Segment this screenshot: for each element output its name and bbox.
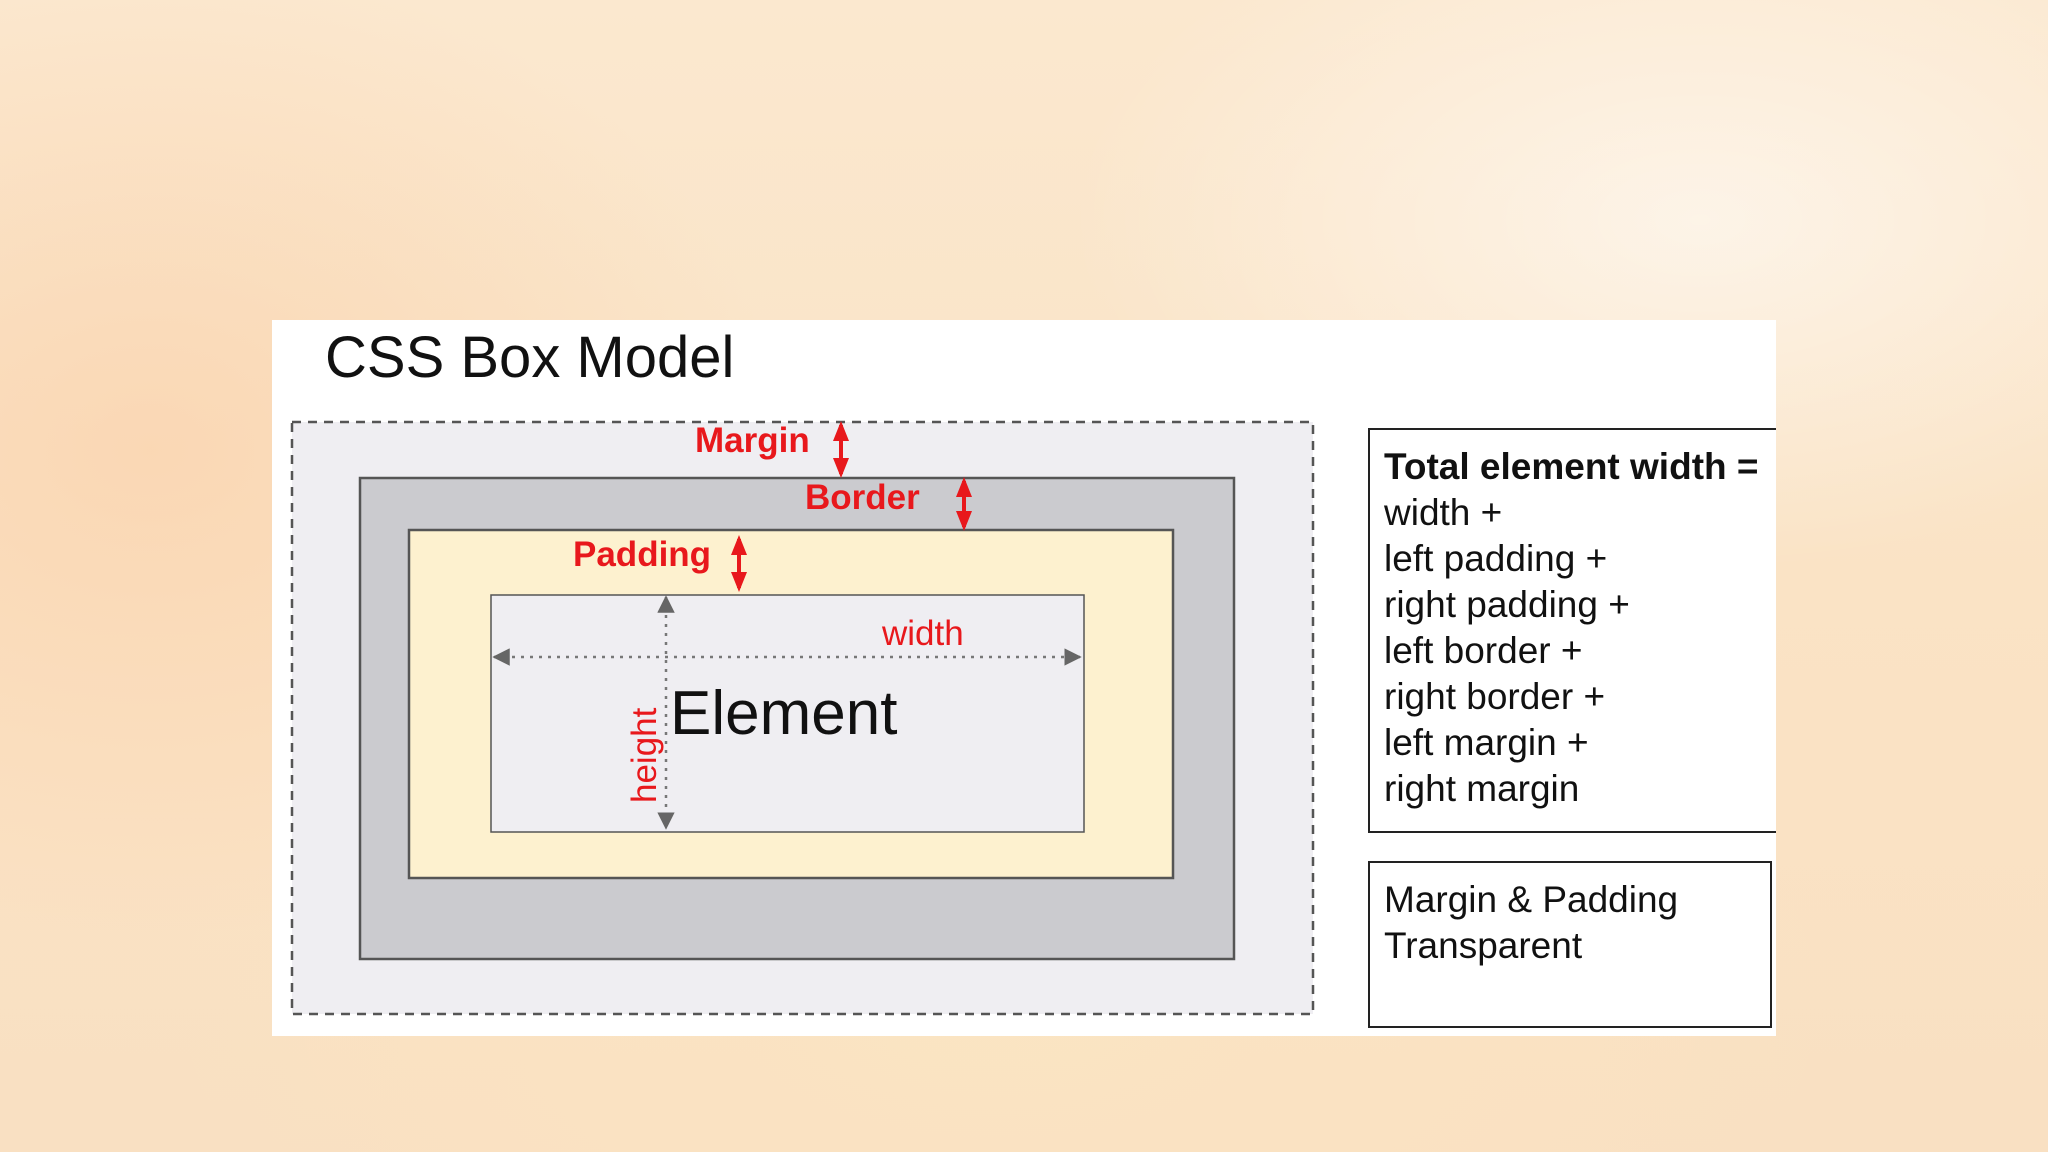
formula-line: right border + [1384,676,1606,717]
width-label: width [881,614,964,653]
box-model-diagram: Margin Border Padding width height Eleme… [290,420,1315,1016]
border-label: Border [805,478,920,517]
formula-line: right padding + [1384,584,1630,625]
slide-title: CSS Box Model [325,325,735,390]
slide-panel: CSS Box Model Margin Border Paddin [272,320,1776,1036]
formula-heading: Total element width = [1384,446,1759,487]
note-line: Margin & Padding [1384,879,1679,920]
note-line: Transparent [1384,925,1583,966]
formula-line: left border + [1384,630,1583,671]
formula-line: left margin + [1384,722,1589,763]
element-box [490,594,1085,833]
total-width-formula-box: Total element width = width + left paddi… [1368,428,1776,833]
element-label: Element [670,679,897,748]
transparency-note-box: Margin & Padding Transparent [1368,861,1772,1028]
formula-line: left padding + [1384,538,1608,579]
margin-label: Margin [695,421,810,460]
height-label: height [625,707,664,803]
padding-label: Padding [573,535,711,574]
formula-line: right margin [1384,768,1580,809]
formula-line: width + [1384,492,1503,533]
